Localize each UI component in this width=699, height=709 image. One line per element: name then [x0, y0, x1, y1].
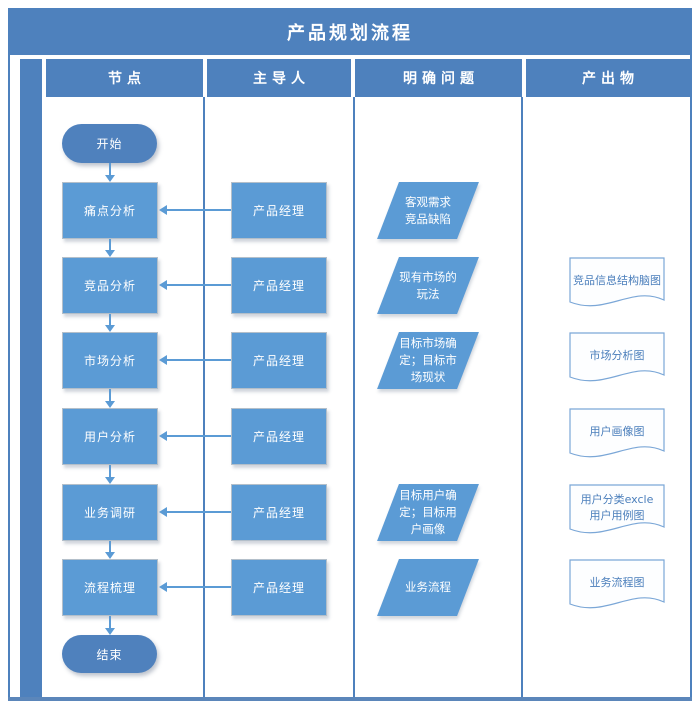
- flow-start-label: 开始: [96, 137, 123, 151]
- output-label: 用户画像图: [589, 424, 645, 438]
- flow-step-label: 流程梳理: [83, 581, 136, 595]
- flow-step-label: 竞品分析: [83, 279, 136, 293]
- arrow-down-head: [105, 628, 115, 635]
- phase-strip: [20, 59, 42, 697]
- document-shape: [569, 257, 665, 307]
- output-document: 市场分析图: [569, 332, 665, 390]
- flow-step-process-sorting: 流程梳理: [62, 559, 158, 616]
- lane-header-nodes-label: 节点: [108, 71, 146, 87]
- lane-divider-2: [353, 97, 355, 697]
- flow-step-market-analysis: 市场分析: [62, 332, 158, 389]
- owner-label: 产品经理: [252, 430, 305, 444]
- arrow-down-head: [105, 552, 115, 559]
- output-document: 业务流程图: [569, 559, 665, 617]
- owner-box: 产品经理: [231, 257, 327, 314]
- owner-box: 产品经理: [231, 182, 327, 239]
- arrow-down-line: [109, 541, 111, 552]
- output-document: 用户分类excle 用户用例图: [569, 484, 665, 542]
- arrow-down-line: [109, 616, 111, 628]
- owner-label: 产品经理: [252, 581, 305, 595]
- arrow-down-line: [109, 465, 111, 477]
- lane-header-question: 明确问题: [355, 59, 522, 97]
- arrow-left-line: [167, 586, 231, 588]
- arrow-left-head: [159, 507, 167, 517]
- question-parallelogram: 目标用户确 定；目标用 户画像: [377, 484, 479, 541]
- flow-step-label: 用户分析: [83, 430, 136, 444]
- owner-box: 产品经理: [231, 484, 327, 541]
- flow-step-business-research: 业务调研: [62, 484, 158, 541]
- question-parallelogram: 目标市场确 定；目标市 场现状: [377, 332, 479, 389]
- output-document: 竞品信息结构脑图: [569, 257, 665, 315]
- flow-step-user-analysis: 用户分析: [62, 408, 158, 465]
- lane-divider-3: [521, 97, 523, 697]
- owner-box: 产品经理: [231, 408, 327, 465]
- question-parallelogram: 现有市场的 玩法: [377, 257, 479, 314]
- owner-box: 产品经理: [231, 332, 327, 389]
- output-label: 业务流程图: [589, 575, 645, 589]
- question-label: 目标市场确 定；目标市 场现状: [399, 336, 457, 384]
- lane-header-output: 产出物: [526, 59, 690, 97]
- arrow-down-line: [109, 314, 111, 325]
- owner-label: 产品经理: [252, 506, 305, 520]
- frame-border-left: [8, 8, 10, 701]
- question-label: 业务流程: [405, 580, 451, 595]
- arrow-down-head: [105, 325, 115, 332]
- arrow-down-head: [105, 250, 115, 257]
- flow-step-label: 市场分析: [83, 354, 136, 368]
- arrow-left-line: [167, 511, 231, 513]
- frame-border-bottom: [8, 697, 692, 701]
- document-shape: [569, 408, 665, 458]
- lane-header-nodes: 节点: [46, 59, 203, 97]
- arrow-down-line: [109, 389, 111, 401]
- arrow-down-line: [109, 163, 111, 175]
- document-shape: [569, 484, 665, 534]
- arrow-down-head: [105, 401, 115, 408]
- frame-border-right: [690, 8, 692, 701]
- question-label: 客观需求 竞品缺陷: [405, 194, 451, 226]
- arrow-left-line: [167, 435, 231, 437]
- arrow-left-head: [159, 280, 167, 290]
- output-label: 市场分析图: [589, 348, 645, 362]
- lane-header-owner: 主导人: [207, 59, 351, 97]
- flow-start-terminator: 开始: [62, 124, 157, 163]
- arrow-left-head: [159, 355, 167, 365]
- arrow-down-head: [105, 175, 115, 182]
- owner-label: 产品经理: [252, 354, 305, 368]
- question-parallelogram: 客观需求 竞品缺陷: [377, 182, 479, 239]
- question-label: 目标用户确 定；目标用 户画像: [399, 488, 457, 536]
- flow-step-label: 痛点分析: [83, 204, 136, 218]
- diagram-title: 产品规划流程: [287, 22, 413, 44]
- output-label: 用户分类excle 用户用例图: [580, 492, 654, 523]
- arrow-left-line: [167, 284, 231, 286]
- question-parallelogram: 业务流程: [377, 559, 479, 616]
- arrow-down-head: [105, 477, 115, 484]
- flow-step-label: 业务调研: [83, 506, 136, 520]
- arrow-down-line: [109, 239, 111, 250]
- flow-step-competitor-analysis: 竞品分析: [62, 257, 158, 314]
- output-label: 竞品信息结构脑图: [573, 273, 661, 287]
- lane-header-owner-label: 主导人: [253, 71, 310, 87]
- flow-step-pain-analysis: 痛点分析: [62, 182, 158, 239]
- output-document: 用户画像图: [569, 408, 665, 466]
- arrow-left-line: [167, 209, 231, 211]
- flow-end-label: 结束: [96, 647, 123, 662]
- owner-label: 产品经理: [252, 204, 305, 218]
- arrow-left-head: [159, 205, 167, 215]
- document-shape: [569, 559, 665, 609]
- question-label: 现有市场的 玩法: [399, 269, 457, 301]
- lane-header-output-label: 产出物: [582, 71, 639, 87]
- owner-box: 产品经理: [231, 559, 327, 616]
- arrow-left-head: [159, 431, 167, 441]
- flow-end-terminator: 结束: [62, 635, 157, 673]
- owner-label: 产品经理: [252, 279, 305, 293]
- arrow-left-head: [159, 582, 167, 592]
- diagram-title-bar: 产品规划流程: [8, 8, 692, 55]
- lane-divider-1: [203, 97, 205, 697]
- document-shape: [569, 332, 665, 382]
- lane-header-question-label: 明确问题: [403, 71, 479, 87]
- arrow-left-line: [167, 359, 231, 361]
